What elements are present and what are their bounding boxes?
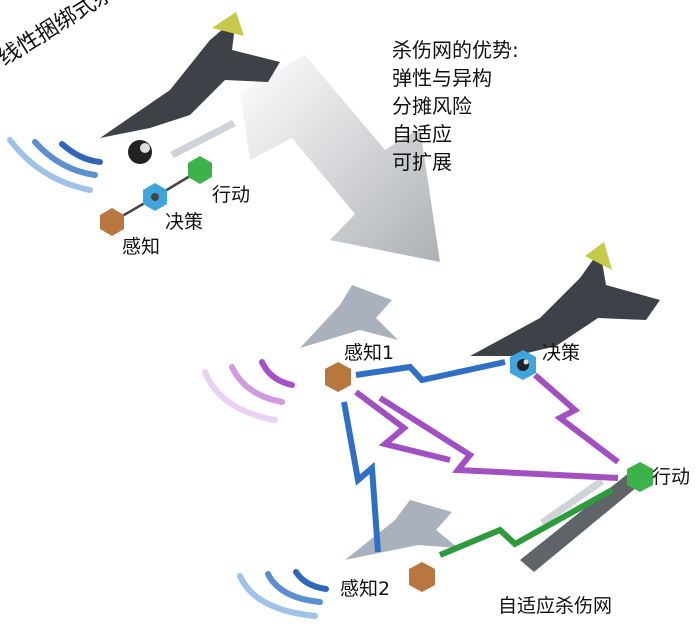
signal-waves-sensor2 — [237, 569, 329, 619]
kill-web-links — [341, 359, 620, 558]
web-node-sense1 — [325, 362, 351, 392]
drone-icon — [300, 285, 398, 348]
jet-icon — [470, 242, 660, 356]
web-node-act-label: 行动 — [652, 466, 691, 488]
linear-node-decide-label: 决策 — [165, 211, 204, 233]
linear-node-act-label: 行动 — [212, 184, 251, 206]
linear-node-act — [188, 156, 212, 184]
web-node-sense1-label: 感知1 — [344, 342, 395, 364]
kill-web-title: 自适应杀伤网 — [498, 595, 613, 617]
linear-node-sense — [100, 208, 124, 236]
web-node-sense2 — [409, 562, 435, 592]
advantage-item: 可扩展 — [392, 150, 452, 174]
helmet-icon — [128, 140, 152, 164]
transition-arrow — [240, 55, 440, 262]
missile-icon — [170, 120, 236, 158]
advantages-panel: 杀伤网的优势: 弹性与异构 分摊风险 自适应 可扩展 — [392, 36, 519, 176]
advantage-item: 分摊风险 — [392, 94, 472, 118]
advantage-item: 自适应 — [392, 122, 452, 146]
linear-node-sense-label: 感知 — [122, 236, 161, 258]
web-node-sense2-label: 感知2 — [340, 578, 391, 600]
advantages-heading: 杀伤网的优势: — [392, 38, 519, 62]
web-node-decide — [510, 350, 536, 380]
drone-icon — [345, 500, 458, 560]
linear-node-decide — [143, 183, 167, 211]
web-node-act — [627, 462, 653, 492]
signal-waves-top — [7, 137, 103, 193]
jet-icon — [100, 12, 280, 138]
signal-waves-sensor1 — [202, 359, 295, 423]
web-node-decide-label: 决策 — [542, 342, 581, 364]
advantage-item: 弹性与异构 — [392, 66, 492, 90]
missile-icon — [520, 468, 648, 572]
